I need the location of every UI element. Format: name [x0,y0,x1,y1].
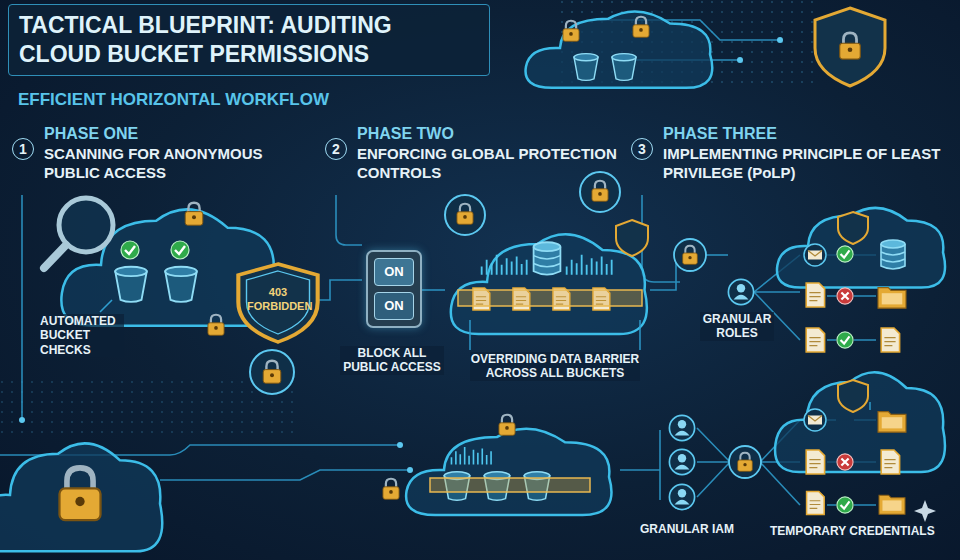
phase-header: 2 PHASE TWOENFORCING GLOBAL PROTECTION CO… [325,124,620,182]
subtitle: EFFICIENT HORIZONTAL WORKFLOW [18,90,329,110]
switch-label: ON [374,258,414,286]
toggle-switch: ON ON [366,250,422,328]
callout-label: TEMPORARY CREDENTIALS [770,524,935,538]
phase-header: 3 PHASE THREEIMPLEMENTING PRINCIPLE OF LE… [631,124,951,182]
callout-label: AUTOMATED BUCKET CHECKS [40,314,124,357]
shield-badge: 403 FORBIDDEN [236,262,320,344]
title: TACTICAL BLUEPRINT: AUDITING CLOUD BUCKE… [8,4,490,76]
phase-label: PHASE TWO [357,124,620,144]
callout-number: 2 [325,138,347,160]
status-code: 403 FORBIDDEN [247,285,309,313]
callout-number: 1 [12,138,34,160]
phase-title: IMPLEMENTING PRINCIPLE OF LEAST PRIVILEG… [663,144,951,182]
switch-label: ON [374,292,414,320]
callout-label: BLOCK ALL PUBLIC ACCESS [340,346,444,375]
phase-title: SCANNING FOR ANONYMOUS PUBLIC ACCESS [44,144,297,182]
phase-label: PHASE THREE [663,124,951,144]
shield-outline [238,264,317,342]
callout-label: GRANULAR ROLES [700,312,774,341]
callout-number: 3 [631,138,653,160]
shield-inner [247,271,310,334]
callout-label: GRANULAR IAM [640,522,734,536]
phase-title: ENFORCING GLOBAL PROTECTION CONTROLS [357,144,620,182]
phase-label: PHASE ONE [44,124,297,144]
callout-label: OVERRIDING DATA BARRIER ACROSS ALL BUCKE… [470,352,640,381]
phase-header: 1 PHASE ONESCANNING FOR ANONYMOUS PUBLIC … [12,124,297,182]
